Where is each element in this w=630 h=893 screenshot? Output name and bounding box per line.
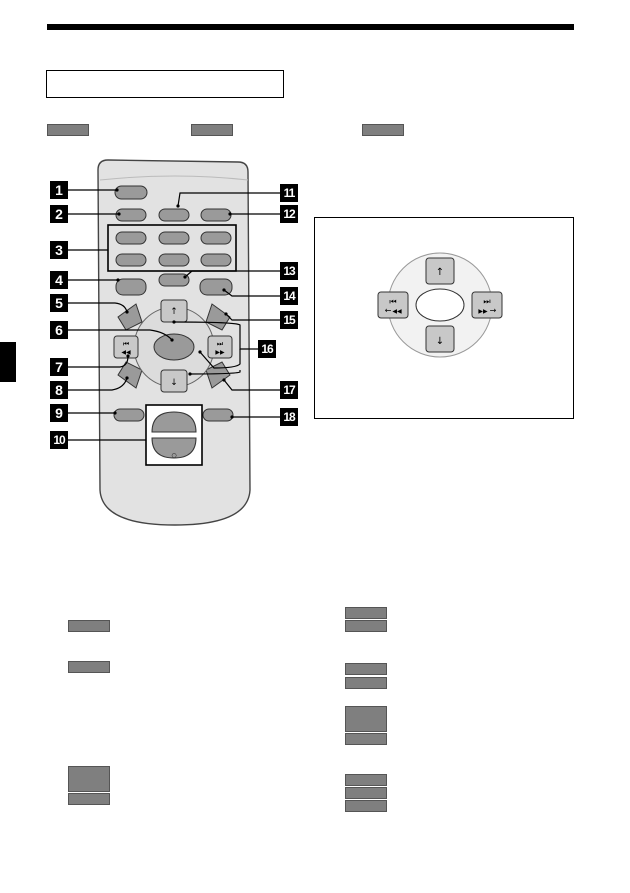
prev-track-icon: ⏮ bbox=[123, 340, 129, 348]
callout-16: 16 bbox=[258, 340, 276, 358]
callout-11: 11 bbox=[280, 184, 298, 202]
callout-17: 17 bbox=[280, 381, 298, 399]
label-chip bbox=[345, 607, 387, 619]
label-chip bbox=[68, 620, 110, 632]
label-chip bbox=[47, 124, 89, 136]
svg-text:←: ← bbox=[385, 306, 392, 315]
label-chip bbox=[68, 793, 110, 805]
callout-14: 14 bbox=[280, 287, 298, 305]
callout-15: 15 bbox=[280, 311, 298, 329]
callout-3: 3 bbox=[50, 241, 68, 259]
callout-7: 7 bbox=[50, 358, 68, 376]
label-chip bbox=[362, 124, 404, 136]
callout-4: 4 bbox=[50, 271, 68, 289]
svg-text:→: → bbox=[490, 306, 497, 315]
label-chip bbox=[345, 774, 387, 786]
label-chip bbox=[345, 800, 387, 812]
callout-6: 6 bbox=[50, 321, 68, 339]
label-chip bbox=[345, 677, 387, 689]
up-arrow-icon: ↑ bbox=[436, 267, 444, 278]
label-chip bbox=[345, 787, 387, 799]
label-chip bbox=[191, 124, 233, 136]
label-chip bbox=[345, 733, 387, 745]
callout-9: 9 bbox=[50, 404, 68, 422]
next-track-icon: ⏭ bbox=[483, 297, 490, 306]
callout-5: 5 bbox=[50, 294, 68, 312]
callout-13: 13 bbox=[280, 262, 298, 280]
up-arrow-icon: ↑ bbox=[170, 307, 178, 317]
dpad-inset-box bbox=[314, 217, 574, 419]
callout-18: 18 bbox=[280, 408, 298, 426]
down-arrow-icon: ↓ bbox=[436, 336, 444, 347]
label-chip bbox=[68, 766, 110, 792]
label-chip bbox=[345, 706, 387, 732]
callout-1: 1 bbox=[50, 181, 68, 199]
label-chip bbox=[345, 663, 387, 675]
top-rule bbox=[47, 24, 574, 30]
svg-text:◀◀: ◀◀ bbox=[121, 349, 131, 356]
section-title-box bbox=[46, 70, 284, 98]
callout-8: 8 bbox=[50, 381, 68, 399]
down-arrow-icon: ↓ bbox=[170, 378, 178, 388]
next-track-icon: ⏭ bbox=[217, 340, 224, 348]
svg-text:▶▶: ▶▶ bbox=[478, 308, 488, 315]
dpad-enlarged-illustration: ↑ ↓ ⏮ ← ◀◀ ⏭ ▶▶ → bbox=[377, 252, 503, 358]
section-side-tab bbox=[0, 342, 16, 382]
svg-text:◀◀: ◀◀ bbox=[392, 308, 402, 315]
svg-text:○: ○ bbox=[171, 452, 176, 459]
callout-10: 10 bbox=[50, 431, 68, 449]
callout-2: 2 bbox=[50, 205, 68, 223]
svg-text:▶▶: ▶▶ bbox=[215, 349, 225, 356]
remote-commander-illustration: ↑ ↓ ⏮ ◀◀ ⏭ ▶▶ ○ bbox=[68, 159, 280, 526]
prev-track-icon: ⏮ bbox=[389, 297, 396, 306]
label-chip bbox=[68, 661, 110, 673]
label-chip bbox=[345, 620, 387, 632]
callout-12: 12 bbox=[280, 205, 298, 223]
